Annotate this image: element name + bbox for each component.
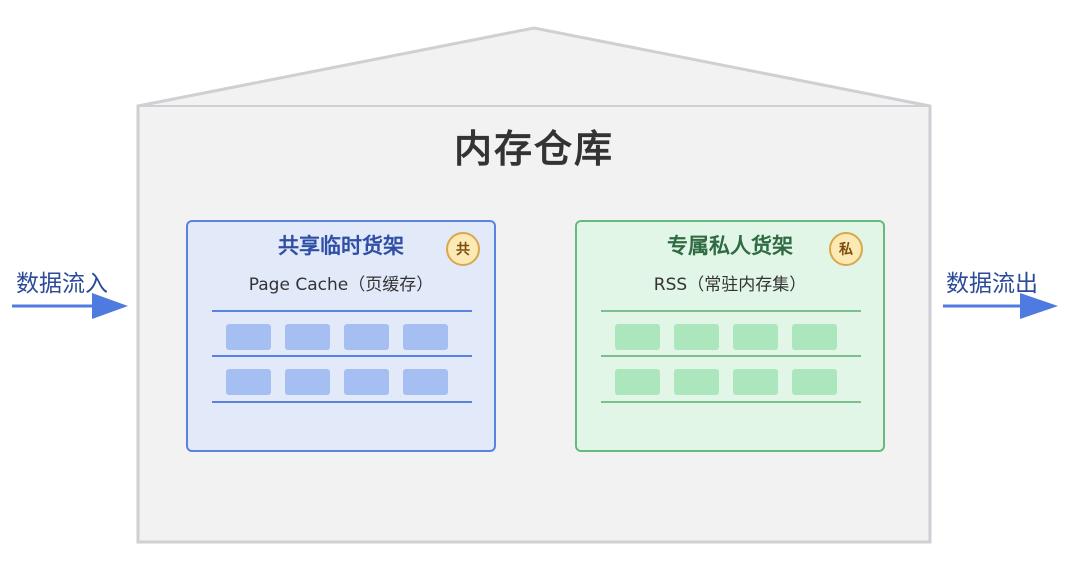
slot-row [615, 324, 837, 350]
storage-slot [733, 369, 778, 395]
shared-badge-icon: 共 [446, 232, 480, 266]
storage-slot [403, 369, 448, 395]
shelf-rail [212, 355, 472, 357]
private-shelf: 专属私人货架 私 RSS（常驻内存集） [575, 220, 885, 452]
storage-slot [792, 369, 837, 395]
storage-slot [733, 324, 778, 350]
outbound-arrow-icon [943, 293, 1058, 319]
slot-row [615, 369, 837, 395]
data-in-label: 数据流入 [16, 271, 108, 297]
shelf-rail [212, 310, 472, 312]
storage-slot [285, 324, 330, 350]
shelf-subtitle: RSS（常驻内存集） [653, 275, 807, 295]
private-badge-icon: 私 [829, 232, 863, 266]
storage-slot [226, 369, 271, 395]
storage-slot [792, 324, 837, 350]
storage-slot [674, 324, 719, 350]
storage-slot [285, 369, 330, 395]
warehouse-title: 内存仓库 [453, 127, 614, 171]
shared-shelf: 共享临时货架 共 Page Cache（页缓存） [186, 220, 496, 452]
shelf-rail [601, 310, 861, 312]
storage-slot [615, 324, 660, 350]
data-out-label: 数据流出 [946, 271, 1038, 297]
storage-slot [226, 324, 271, 350]
shelf-title: 共享临时货架 [278, 234, 404, 258]
storage-slot [674, 369, 719, 395]
shelf-subtitle: Page Cache（页缓存） [248, 275, 434, 295]
storage-slot [344, 369, 389, 395]
shelf-rail [601, 355, 861, 357]
slot-row [226, 369, 448, 395]
inbound-arrow-icon [12, 293, 128, 319]
slot-row [226, 324, 448, 350]
storage-slot [403, 324, 448, 350]
shelf-title: 专属私人货架 [667, 234, 793, 258]
storage-slot [615, 369, 660, 395]
shelf-rail [601, 401, 861, 403]
storage-slot [344, 324, 389, 350]
shelf-rail [212, 401, 472, 403]
